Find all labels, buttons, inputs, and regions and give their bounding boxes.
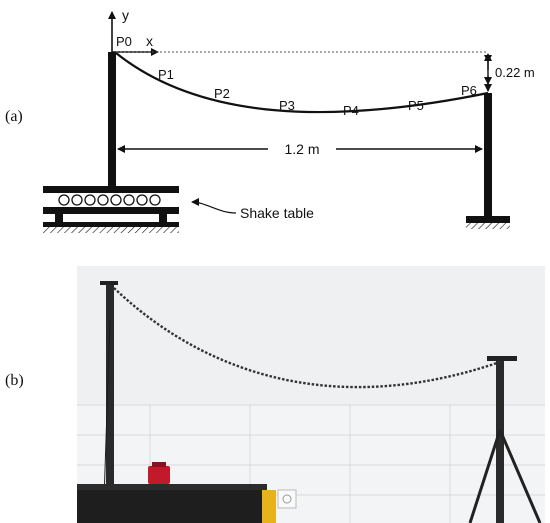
left-post [108,52,116,190]
point-label-p5: P5 [408,98,424,113]
shake-table [43,186,179,233]
right-ground-hatch [466,223,510,229]
photo-yellow-part [262,490,276,523]
point-label-p6: P6 [461,83,477,98]
panel-label-a: (a) [5,108,23,125]
point-label-p1: P1 [158,67,174,82]
photo-socket [277,489,297,509]
sag-dimension-label: 0.22 m [495,65,535,80]
point-label-p2: P2 [214,86,230,101]
point-label-p0: P0 [116,34,132,49]
point-label-p3: P3 [279,98,295,113]
photo-left-post [100,281,118,285]
point-label-p4: P4 [343,103,359,118]
hanging-cable [115,52,489,114]
y-axis-label: y [122,7,129,23]
photo-shake-table [77,488,267,523]
schematic-diagram: y x P0 P1 P2 P3 P4 P5 P6 0.22 m 1.2 m [43,7,535,233]
x-axis-label: x [146,33,153,49]
photo-right-post [487,356,517,361]
shake-table-label: Shake table [240,205,314,221]
panel-label-b: (b) [5,372,24,389]
experiment-photo [77,266,545,523]
photo-chain [113,287,501,389]
right-post [484,93,492,217]
shake-table-pointer [191,198,237,214]
photo-red-object [148,466,170,484]
right-post-base [466,216,510,223]
span-dimension-label: 1.2 m [284,141,319,157]
